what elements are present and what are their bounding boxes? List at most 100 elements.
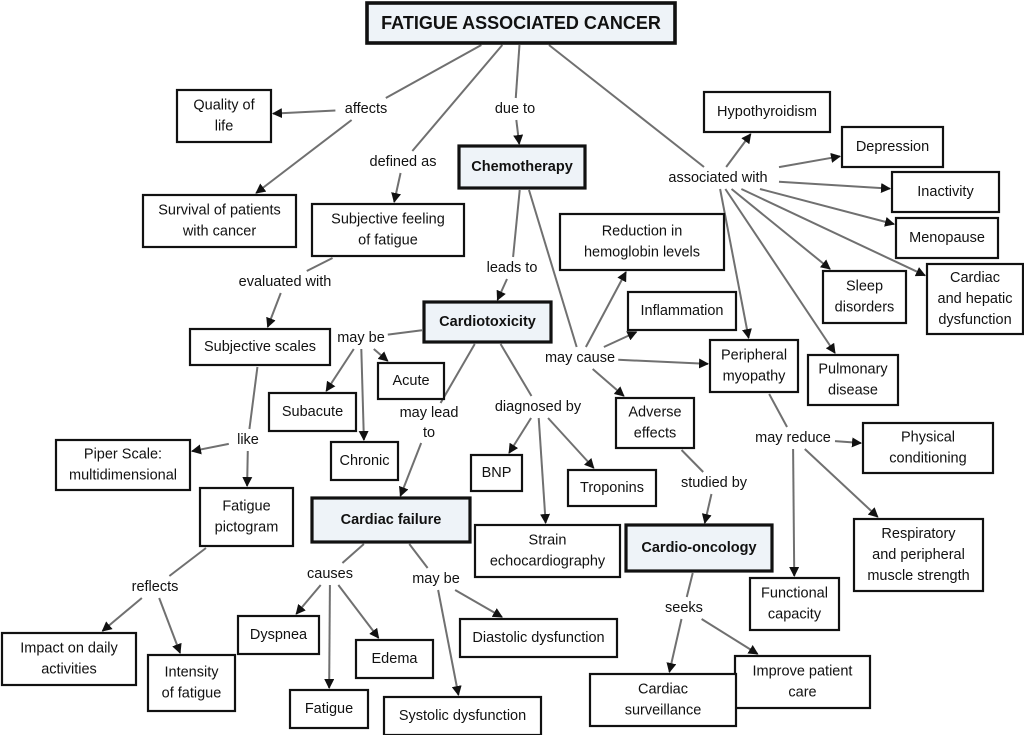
link-label-may-be-failure: may be bbox=[412, 571, 460, 587]
node-label: Cardiac bbox=[638, 682, 688, 698]
arrow-may_reduce-to-physical bbox=[834, 437, 862, 448]
node-label: Cardiac failure bbox=[341, 512, 442, 528]
arrow-may_be_failure-to-systolic bbox=[437, 589, 462, 696]
node-label: effects bbox=[634, 426, 676, 442]
link-label-text: diagnosed by bbox=[495, 399, 582, 415]
node-box bbox=[840, 125, 945, 169]
connector-subjective_feeling-to-evaluated_with bbox=[306, 257, 333, 272]
concept-node-strain: Strain echocardiography bbox=[473, 523, 622, 579]
node-label: and peripheral bbox=[872, 547, 965, 563]
node-label: Chemotherapy bbox=[471, 159, 573, 175]
concept-node-cardio-oncology: Cardio-oncology bbox=[624, 523, 774, 573]
connector-adverse-to-studied_by bbox=[680, 449, 704, 473]
arrow-defined_as-to-subjective_feeling bbox=[391, 172, 402, 203]
node-box bbox=[175, 88, 273, 144]
node-label: Acute bbox=[392, 373, 429, 389]
link-label-seeks: seeks bbox=[665, 600, 703, 616]
concept-node-chemotherapy: Chemotherapy bbox=[457, 144, 587, 190]
link-label-text: may be bbox=[412, 571, 460, 587]
node-label: echocardiography bbox=[490, 554, 606, 570]
link-label-may-reduce: may reduce bbox=[755, 430, 831, 446]
node-box bbox=[894, 216, 1000, 260]
concept-node-edema: Edema bbox=[354, 638, 435, 680]
connector-peripheral_myopathy-to-may_reduce bbox=[768, 393, 788, 428]
concept-node-root: FATIGUE ASSOCIATED CANCER bbox=[365, 1, 677, 45]
node-label: Menopause bbox=[909, 230, 985, 246]
node-box bbox=[702, 90, 832, 134]
arrow-may_be_cardiotox-to-chronic bbox=[358, 348, 369, 441]
link-label-affects: affects bbox=[345, 101, 387, 117]
arrow-due_to-to-chemotherapy bbox=[513, 119, 524, 145]
node-box bbox=[861, 421, 995, 475]
connector-chemotherapy-to-leads_to bbox=[512, 189, 521, 258]
node-label: Peripheral bbox=[721, 348, 787, 364]
arrow-may_cause-to-peripheral_myopathy bbox=[618, 358, 709, 369]
arrow-seeks-to-improve bbox=[701, 618, 759, 655]
node-label: dysfunction bbox=[938, 312, 1011, 328]
node-box bbox=[198, 486, 295, 548]
node-label: Cardiac bbox=[950, 270, 1000, 286]
node-label: of fatigue bbox=[162, 686, 222, 702]
node-box bbox=[890, 170, 1001, 214]
node-box bbox=[146, 653, 237, 713]
link-label-text: associated with bbox=[668, 170, 767, 186]
node-label: Dyspnea bbox=[250, 627, 308, 643]
node-label: Fatigue bbox=[222, 499, 270, 515]
node-box bbox=[236, 614, 321, 656]
concept-node-surveillance: Cardiac surveillance bbox=[588, 672, 738, 728]
node-label: Strain bbox=[529, 533, 567, 549]
link-label-studied-by: studied by bbox=[681, 475, 748, 491]
node-box bbox=[267, 391, 358, 433]
concept-node-dyspnea: Dyspnea bbox=[236, 614, 321, 656]
link-label-associated-with: associated with bbox=[668, 170, 767, 186]
node-label: conditioning bbox=[889, 451, 966, 467]
arrow-like-to-piper bbox=[191, 442, 229, 455]
arrow-associated_with-to-hypothyroidism bbox=[725, 133, 752, 168]
node-label: capacity bbox=[768, 607, 822, 623]
node-label: multidimensional bbox=[69, 468, 177, 484]
node-box bbox=[566, 468, 658, 508]
node-box bbox=[614, 396, 696, 450]
arrow-seeks-to-surveillance bbox=[666, 618, 683, 673]
connector-cardiotoxicity-to-diagnosed_by bbox=[499, 343, 533, 397]
node-box bbox=[588, 672, 738, 728]
node-box bbox=[188, 327, 332, 367]
node-box bbox=[806, 353, 900, 407]
node-label: Diastolic dysfunction bbox=[472, 630, 604, 646]
arrow-evaluated_with-to-subjective_scales bbox=[266, 292, 282, 328]
link-label-text: to bbox=[423, 425, 435, 441]
link-label-may-cause: may cause bbox=[545, 350, 615, 366]
node-box bbox=[469, 453, 524, 493]
connector-cardiac_failure-to-may_be_failure bbox=[408, 543, 429, 569]
node-box bbox=[141, 193, 298, 249]
node-label: myopathy bbox=[723, 369, 787, 385]
connector-root-to-affects bbox=[385, 44, 482, 99]
link-label-text: reflects bbox=[132, 579, 179, 595]
concept-node-systolic: Systolic dysfunction bbox=[382, 695, 543, 735]
node-box bbox=[310, 202, 466, 258]
concept-node-inflammation: Inflammation bbox=[626, 290, 738, 332]
concept-node-inactivity: Inactivity bbox=[890, 170, 1001, 214]
link-label-text: evaluated with bbox=[239, 274, 332, 290]
node-label: Fatigue bbox=[305, 701, 353, 717]
arrow-may_cause-to-inflammation bbox=[603, 331, 638, 348]
arrow-may_cause-to-adverse bbox=[592, 368, 625, 397]
node-box bbox=[558, 212, 726, 272]
connector-cardio_oncology-to-seeks bbox=[685, 572, 694, 598]
arrow-reflects-to-impact bbox=[101, 597, 143, 632]
link-label-text: studied by bbox=[681, 475, 748, 491]
arrow-may_be_cardiotox-to-subacute bbox=[325, 348, 355, 392]
concept-node-diastolic: Diastolic dysfunction bbox=[458, 617, 619, 659]
node-label: surveillance bbox=[625, 703, 702, 719]
node-label: Depression bbox=[856, 139, 929, 155]
link-label-text: may cause bbox=[545, 350, 615, 366]
